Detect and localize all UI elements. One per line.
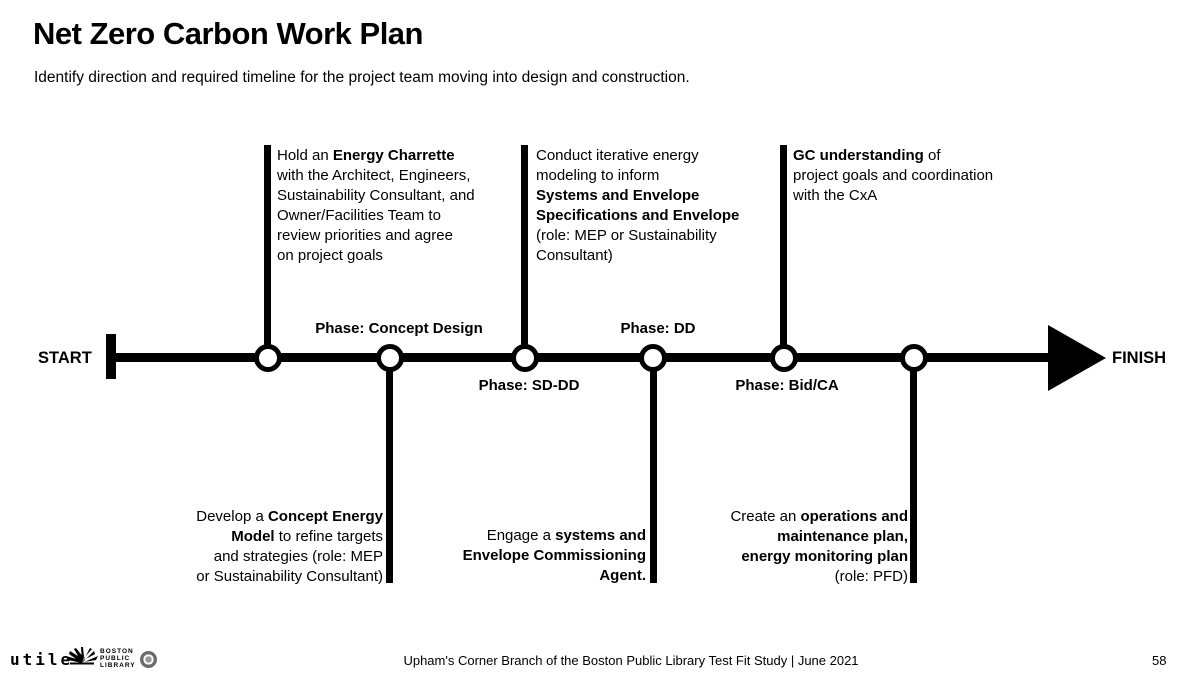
footer-caption: Upham's Corner Branch of the Boston Publ…: [403, 653, 859, 668]
note-iterative-energy-modeling: Conduct iterative energy modeling to inf…: [536, 147, 740, 264]
note-gc-understanding: GC understanding of project goals and co…: [793, 147, 994, 204]
note-energy-charrette: Hold an Energy Charrette with the Archit…: [277, 147, 475, 264]
utile-logo: utile: [10, 650, 74, 669]
bpl-eagle-icon: [66, 646, 98, 671]
milestone-node-1: [254, 344, 282, 372]
stem-om-plan: [910, 358, 917, 583]
stem-concept-energy-model: [386, 358, 393, 583]
stem-gc-understanding: [780, 145, 787, 358]
note-om-plan: Create an operations and maintenance pla…: [730, 508, 908, 585]
milestone-node-3: [511, 344, 539, 372]
boston-public-library-logo: BOSTON PUBLIC LIBRARY: [66, 646, 136, 671]
phase-label-dd: Phase: DD: [620, 320, 696, 337]
bpl-logo-text: BOSTON PUBLIC LIBRARY: [100, 648, 136, 669]
phase-label-sd-dd: Phase: SD-DD: [478, 377, 580, 394]
timeline-finish-label: FINISH: [1112, 349, 1167, 367]
milestone-node-6: [900, 344, 928, 372]
page-number: 58: [1152, 653, 1167, 668]
stem-energy-charrette: [264, 145, 271, 358]
milestone-node-4: [639, 344, 667, 372]
note-concept-energy-model: Develop a Concept Energy Model to refine…: [196, 508, 383, 585]
phase-label-bid-ca: Phase: Bid/CA: [735, 377, 839, 394]
milestone-node-2: [376, 344, 404, 372]
timeline-start-label: START: [38, 349, 92, 367]
stem-commissioning-agent: [650, 358, 657, 583]
city-seal-icon: [140, 651, 157, 668]
phase-label-concept-design: Phase: Concept Design: [315, 320, 483, 337]
page-subtitle: Identify direction and required timeline…: [34, 69, 690, 86]
milestone-node-5: [770, 344, 798, 372]
timeline-main-line: [110, 353, 1052, 362]
timeline-arrow-icon: [1048, 325, 1106, 391]
note-commissioning-agent: Engage a systems and Envelope Commission…: [462, 527, 646, 584]
stem-iterative-energy-modeling: [521, 145, 528, 358]
page-title: Net Zero Carbon Work Plan: [33, 16, 424, 51]
